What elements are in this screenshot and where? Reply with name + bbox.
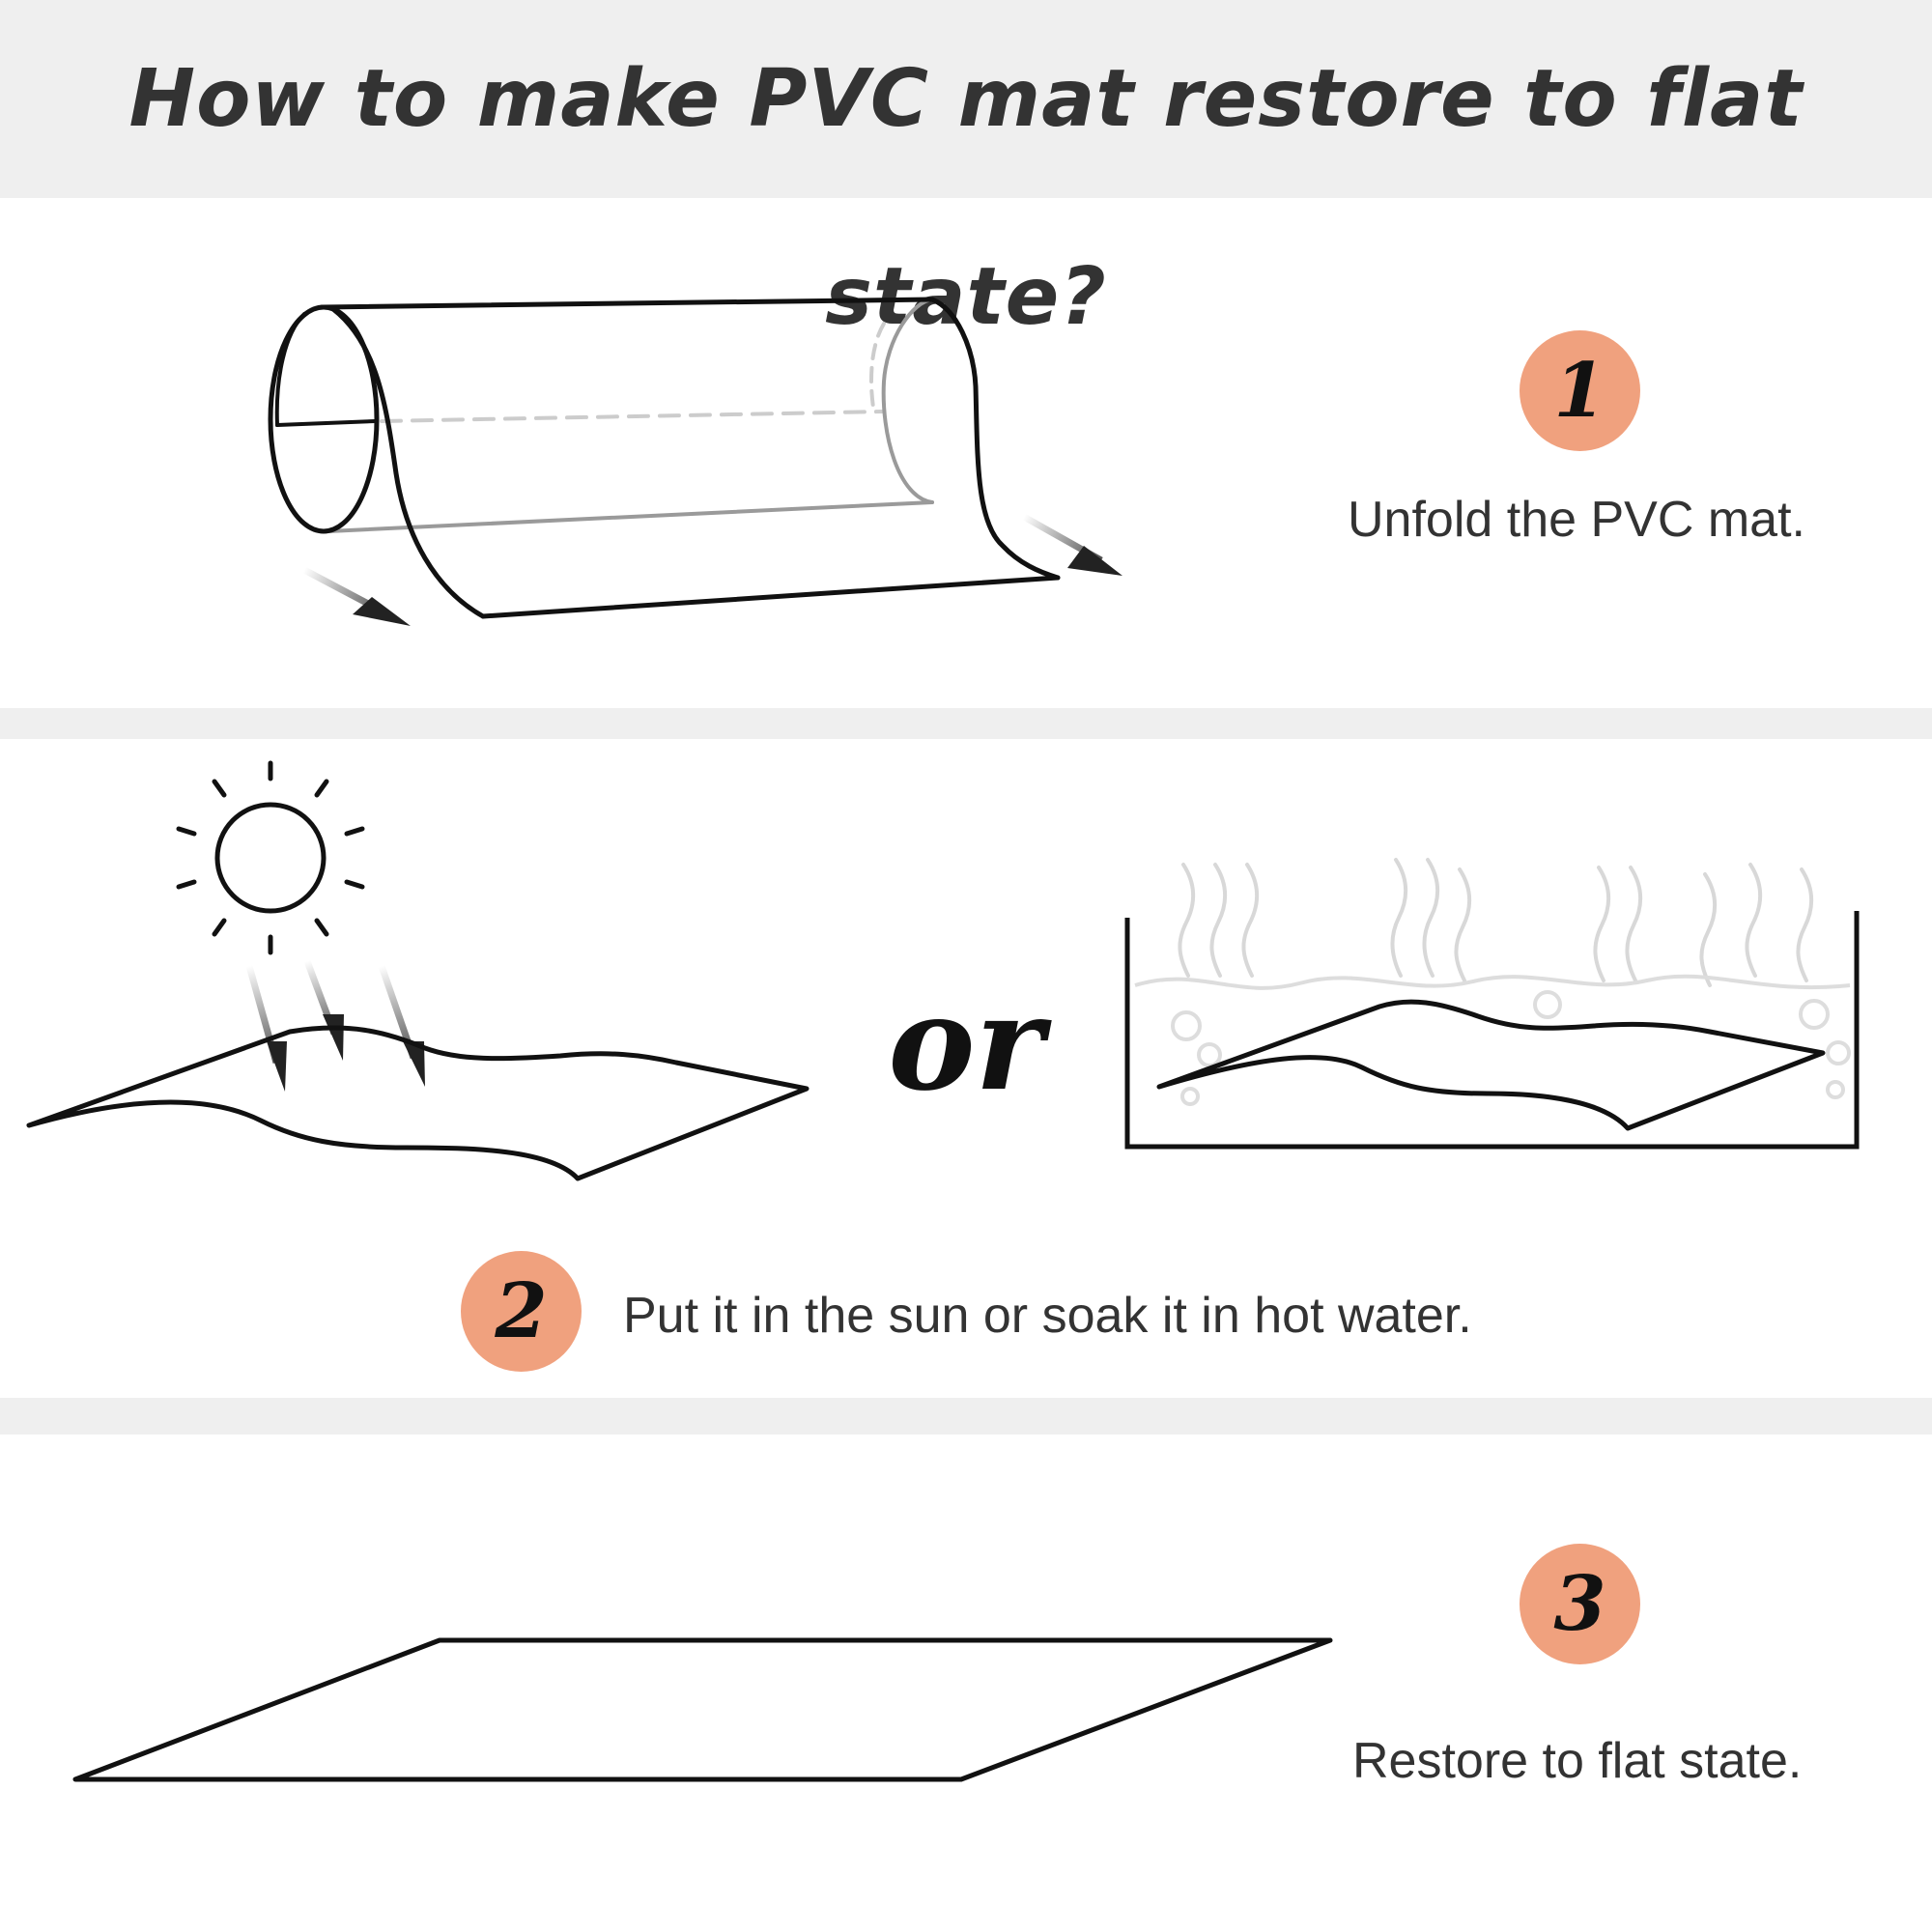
or-connector: or xyxy=(888,966,1044,1120)
arrow-icon xyxy=(378,964,425,1087)
step-instruction: Unfold the PVC mat. xyxy=(1348,492,1805,548)
bubble-icon xyxy=(1171,990,1851,1106)
steam-icon xyxy=(1178,858,1814,987)
section-divider xyxy=(0,708,1932,739)
arrow-icon xyxy=(303,959,344,1061)
page-title: How to make PVC mat restore to flat stat… xyxy=(128,53,1804,343)
step-number-badge: 3 xyxy=(1520,1544,1640,1664)
arrow-icon xyxy=(245,965,287,1092)
flat-mat-icon xyxy=(72,1637,1333,1782)
step-number-badge: 1 xyxy=(1520,330,1640,451)
arrow-icon xyxy=(302,566,411,626)
rolled-mat-icon xyxy=(268,297,1061,619)
step-instruction: Put it in the sun or soak it in hot wate… xyxy=(623,1288,1472,1344)
hot-water-tub-icon xyxy=(1124,911,1860,1150)
wavy-mat-icon xyxy=(1156,999,1826,1131)
arrow-icon xyxy=(1022,513,1122,576)
step-instruction: Restore to flat state. xyxy=(1352,1733,1803,1789)
section-divider xyxy=(0,1398,1932,1435)
step-number-badge: 2 xyxy=(461,1251,582,1372)
wavy-mat-icon xyxy=(26,1025,810,1181)
header-bar xyxy=(0,0,1932,198)
water-surface xyxy=(1134,974,1851,990)
sun-icon xyxy=(176,760,365,955)
